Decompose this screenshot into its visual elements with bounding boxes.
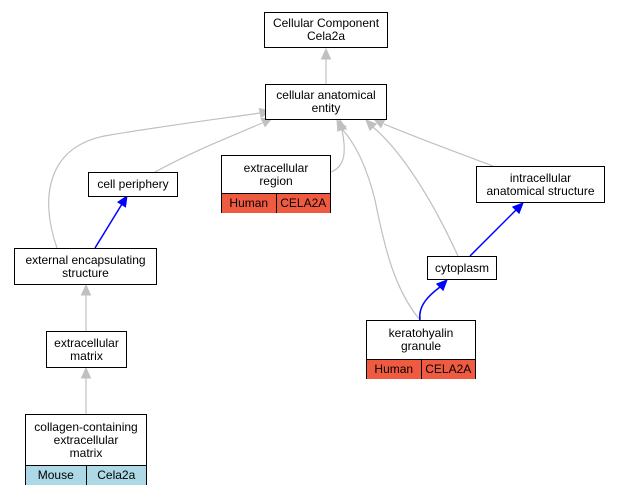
edge-arrowhead: [80, 283, 92, 296]
node-keratohyalin-granule[interactable]: keratohyalin granule Human CELA2A: [366, 320, 476, 379]
node-cytoplasm[interactable]: cytoplasm: [427, 256, 497, 280]
node-label-line: structure: [62, 265, 109, 280]
edge-is-a: [341, 128, 421, 321]
organism-cell: Human: [374, 362, 414, 376]
edge-part-of: [94, 203, 123, 249]
edge-is-a: [48, 112, 261, 249]
node-cellular-component-cela2a[interactable]: Cellular Component Cela2a: [264, 12, 388, 48]
edge-arrowhead: [320, 47, 332, 60]
edge-arrowhead: [80, 366, 92, 379]
node-label-line: extracellular: [53, 432, 119, 447]
node-label-line: extracellular: [243, 160, 309, 175]
edge-arrowhead: [116, 194, 128, 208]
edge-arrowhead: [365, 119, 378, 132]
node-label-line: anatomical structure: [486, 183, 595, 198]
node-label-line: keratohyalin: [388, 326, 454, 340]
gene-cell: CELA2A: [420, 360, 476, 379]
node-extracellular-region[interactable]: extracellular region Human CELA2A: [221, 155, 331, 213]
node-label-line: collagen-containing: [34, 419, 138, 434]
annotation-row: Mouse Cela2a: [26, 465, 146, 485]
node-label-line: Cela2a: [306, 29, 346, 43]
node-intracellular-anatomical-structure[interactable]: intracellular anatomical structure: [476, 166, 605, 203]
node-label-line: cell periphery: [97, 177, 169, 191]
node-label-line: extracellular: [54, 335, 119, 350]
node-label-line: Cellular Component: [272, 16, 380, 30]
node-cellular-anatomical-entity[interactable]: cellular anatomical entity: [265, 84, 387, 120]
node-label-line: cytoplasm: [434, 260, 490, 275]
node-cell-periphery[interactable]: cell periphery: [88, 172, 178, 197]
node-label-line: cellular anatomical: [276, 88, 376, 102]
node-label-line: matrix: [69, 445, 103, 460]
gene-cell: Cela2a: [85, 466, 147, 485]
node-label-line: granule: [400, 339, 442, 353]
edge-part-of: [469, 209, 517, 257]
node-external-encapsulating-structure[interactable]: external encapsulating structure: [14, 248, 157, 285]
node-label-line: external encapsulating: [25, 252, 146, 267]
gene-cell: CELA2A: [275, 194, 331, 213]
node-label-line: entity: [311, 101, 341, 115]
annotation-row: Human CELA2A: [222, 193, 330, 213]
edge-part-of: [419, 286, 441, 321]
organism-cell: Human: [229, 196, 269, 210]
edge-is-a: [383, 123, 494, 167]
annotation-row: Human CELA2A: [367, 359, 475, 379]
node-collagen-containing-extracellular-matrix[interactable]: collagen-containing extracellular matrix…: [25, 414, 147, 485]
node-label-line: region: [259, 173, 293, 188]
node-extracellular-matrix[interactable]: extracellular matrix: [46, 331, 127, 368]
edge-arrowhead: [336, 118, 347, 132]
edge-is-a: [154, 122, 263, 173]
organism-cell: Mouse: [37, 468, 74, 482]
edge-arrowhead: [435, 279, 448, 292]
edge-arrowhead: [511, 202, 524, 215]
edge-is-a: [372, 126, 459, 257]
node-label-line: matrix: [70, 348, 103, 363]
node-label-line: intracellular: [509, 170, 572, 185]
edge-is-a: [330, 129, 345, 173]
